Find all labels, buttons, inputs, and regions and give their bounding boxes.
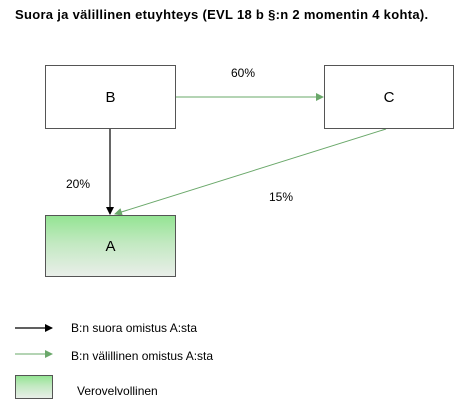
arrow-c-to-a	[114, 128, 387, 216]
legend-taxable-label: Verovelvollinen	[77, 384, 158, 398]
entity-label-b: B	[105, 88, 116, 106]
entity-label-a: A	[105, 237, 116, 255]
entity-box-b: B	[45, 65, 176, 129]
entity-label-c: C	[383, 88, 395, 106]
legend-taxable-swatch	[15, 375, 53, 399]
edge-label-b-to-a: 20%	[66, 177, 91, 191]
edge-label-c-to-a: 15%	[269, 190, 294, 204]
entity-box-a: A	[45, 215, 176, 277]
entity-box-c: C	[324, 65, 454, 129]
edge-label-b-to-c: 60%	[231, 66, 256, 80]
diagram-title: Suora ja välillinen etuyhteys (EVL 18 b …	[15, 7, 429, 22]
legend-indirect-label: B:n välillinen omistus A:sta	[71, 349, 214, 363]
legend-direct-label: B:n suora omistus A:sta	[71, 321, 198, 335]
